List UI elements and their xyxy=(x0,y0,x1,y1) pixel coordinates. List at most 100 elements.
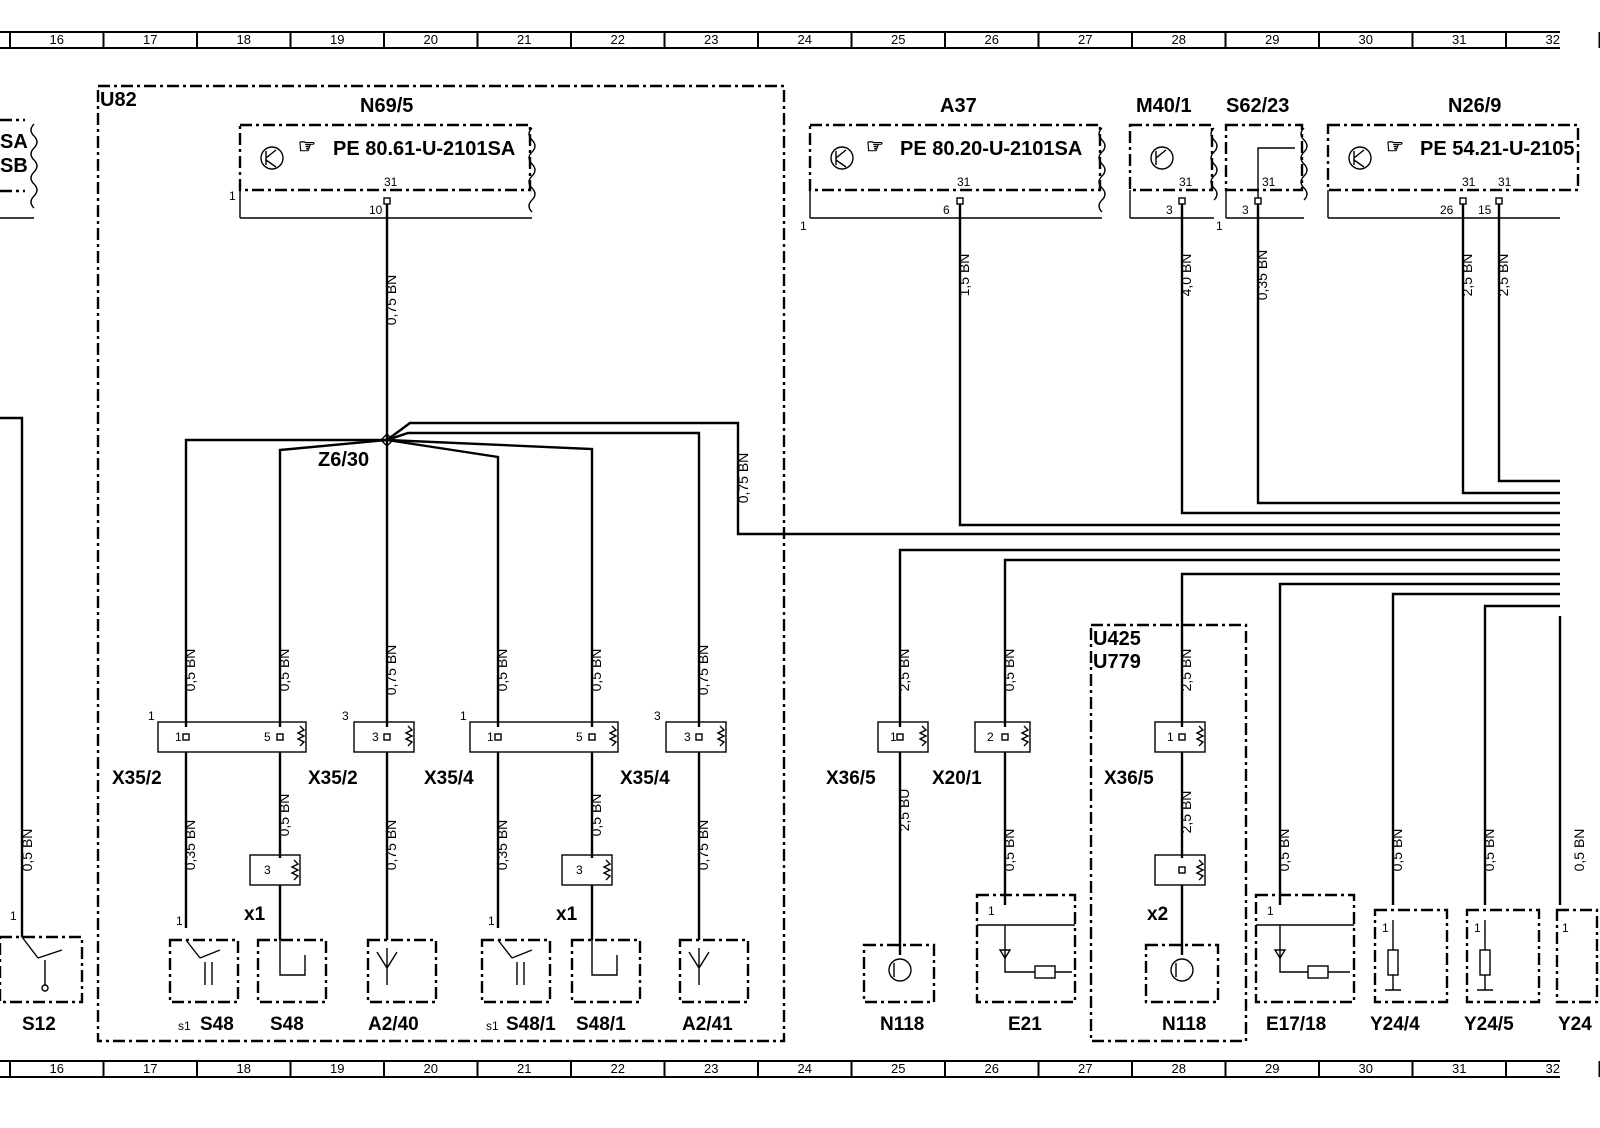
wire-label-br2: 0,5 BN xyxy=(276,649,292,692)
module-s62-23-title: S62/23 xyxy=(1226,95,1289,117)
component-e17-18-label: E17/18 xyxy=(1266,1014,1326,1035)
pointing-hand-icon: ☞ xyxy=(866,136,884,158)
wire-label-br5: 0,5 BN xyxy=(588,649,604,692)
wire-label-y24-4: 0,5 BN xyxy=(1389,829,1405,872)
component-s12: 1 S12 xyxy=(0,909,84,1035)
connector-x36-5: 1 X36/5 xyxy=(826,721,929,789)
grid-number: 27 xyxy=(1078,32,1092,47)
component-n118-label: N118 xyxy=(880,1014,924,1035)
group-u82-box xyxy=(96,84,786,1043)
component-s48-1-label: S48/1 xyxy=(576,1014,626,1035)
wire-n26-9-a xyxy=(1461,204,1560,495)
grid-number: 20 xyxy=(424,32,438,47)
module-a37-ref: PE 80.20-U-2101SA xyxy=(900,138,1082,160)
wire-y24-5 xyxy=(1483,604,1560,905)
motor-icon xyxy=(1150,146,1174,170)
svg-text:1: 1 xyxy=(890,730,897,744)
grid-number: 28 xyxy=(1172,32,1186,47)
grid-number: 16 xyxy=(50,1061,64,1076)
module-a37: A37 ☞ PE 80.20-U-2101SA 1 6 31 xyxy=(800,95,1106,233)
module-s62-23: S62/23 1 3 31 xyxy=(1216,95,1308,233)
grid-number: 28 xyxy=(1172,1061,1186,1076)
svg-text:1: 1 xyxy=(148,709,155,723)
grid-number: 32 xyxy=(1546,1061,1560,1076)
component-y24-x: 1 Y24 xyxy=(1555,908,1599,1035)
branch-2 xyxy=(278,438,388,727)
wire-label-m40-1: 4,0 BN xyxy=(1178,254,1194,297)
wire-label-s12: 0,5 BN xyxy=(19,829,35,872)
svg-text:31: 31 xyxy=(1462,175,1476,189)
svg-text:1: 1 xyxy=(460,709,467,723)
wire-label-br6: 0,75 BN xyxy=(695,645,711,696)
wire-n26-9-b xyxy=(1497,204,1560,483)
svg-text:SA: SA xyxy=(0,131,28,153)
svg-text:15: 15 xyxy=(1478,203,1492,217)
component-a2-40: A2/40 xyxy=(366,938,438,1035)
grid-number: 20 xyxy=(424,1061,438,1076)
wire-x20-1 xyxy=(1003,558,1560,727)
component-n118: N118 xyxy=(862,943,936,1035)
grid-number: 21 xyxy=(517,1061,531,1076)
svg-text:1: 1 xyxy=(988,904,995,918)
svg-text:26: 26 xyxy=(1440,203,1454,217)
connector-x36-5-label: X36/5 xyxy=(826,768,876,789)
svg-text:x2: x2 xyxy=(1147,904,1168,925)
svg-text:1: 1 xyxy=(176,914,183,928)
svg-text:3: 3 xyxy=(654,709,661,723)
wire-a37 xyxy=(958,204,1560,527)
wire-label-n26-9-a: 2,5 BN xyxy=(1459,254,1475,297)
component-y24-5: 1 Y24/5 xyxy=(1464,908,1541,1035)
grid-number: 24 xyxy=(798,1061,812,1076)
grid-number: 25 xyxy=(891,32,905,47)
wire-e17-18 xyxy=(1278,582,1560,905)
wire-label-low4: 0,35 BN xyxy=(494,820,510,871)
grid-number: 31 xyxy=(1452,1061,1466,1076)
svg-text:6: 6 xyxy=(943,203,950,217)
grid-number: 26 xyxy=(985,32,999,47)
grid-number: 31 xyxy=(1452,32,1466,47)
svg-text:s1: s1 xyxy=(178,1019,191,1033)
svg-text:3: 3 xyxy=(264,863,271,877)
module-n26-9-ref: PE 54.21-U-2105 xyxy=(1420,138,1575,160)
module-n69-5: N69/5 ☞ PE 80.61-U-2101SA 1 10 31 xyxy=(229,95,536,219)
connector-x35-2b: 3 3 X35/2 xyxy=(308,709,415,789)
wire-label-a37: 1,5 BN xyxy=(956,254,972,297)
module-n26-9-title: N26/9 xyxy=(1448,95,1501,117)
wire-label-low2: 0,5 BN xyxy=(276,794,292,837)
grid-number: 17 xyxy=(143,32,157,47)
svg-text:1: 1 xyxy=(1474,921,1481,935)
grid-number: 21 xyxy=(517,32,531,47)
grid-number: 30 xyxy=(1359,32,1373,47)
grid-number: 23 xyxy=(704,1061,718,1076)
grid-number: 22 xyxy=(611,32,625,47)
component-e21: 1 E21 xyxy=(975,893,1077,1035)
component-s48-1: S48/1 xyxy=(570,938,642,1035)
svg-text:1: 1 xyxy=(487,730,494,744)
pointing-hand-icon: ☞ xyxy=(1386,136,1404,158)
connector-x1-b: 3 x1 xyxy=(556,854,613,925)
component-s48: S48 xyxy=(256,938,328,1035)
wire-label-x36-5-down: 2,5 BU xyxy=(896,789,912,832)
grid-number: 27 xyxy=(1078,1061,1092,1076)
side-mark-s62: 1 xyxy=(1216,219,1223,233)
connector-x36-5b: 1 X36/5 xyxy=(1104,721,1206,789)
connector-x35-2a: 1 1 5 X35/2 xyxy=(112,709,307,789)
connector-x36-5b-label: X36/5 xyxy=(1104,768,1154,789)
connector-x35-4a: 1 1 5 X35/4 xyxy=(424,709,619,789)
grid-number: 30 xyxy=(1359,1061,1373,1076)
branch-5 xyxy=(386,438,594,727)
transistor-icon xyxy=(260,146,284,170)
component-s48-label: S48 xyxy=(270,1014,304,1035)
connector-x35-2b-label: X35/2 xyxy=(308,768,358,789)
wire-label-s62-23: 0,35 BN xyxy=(1254,250,1270,301)
svg-text:1: 1 xyxy=(1562,921,1569,935)
grid-number: 25 xyxy=(891,1061,905,1076)
svg-text:1: 1 xyxy=(488,914,495,928)
connector-x2: x2 xyxy=(1147,854,1206,925)
connector-x20-1-label: X20/1 xyxy=(932,768,982,789)
module-a37-title: A37 xyxy=(940,95,977,117)
module-m40-1: M40/1 3 31 xyxy=(1128,95,1218,219)
